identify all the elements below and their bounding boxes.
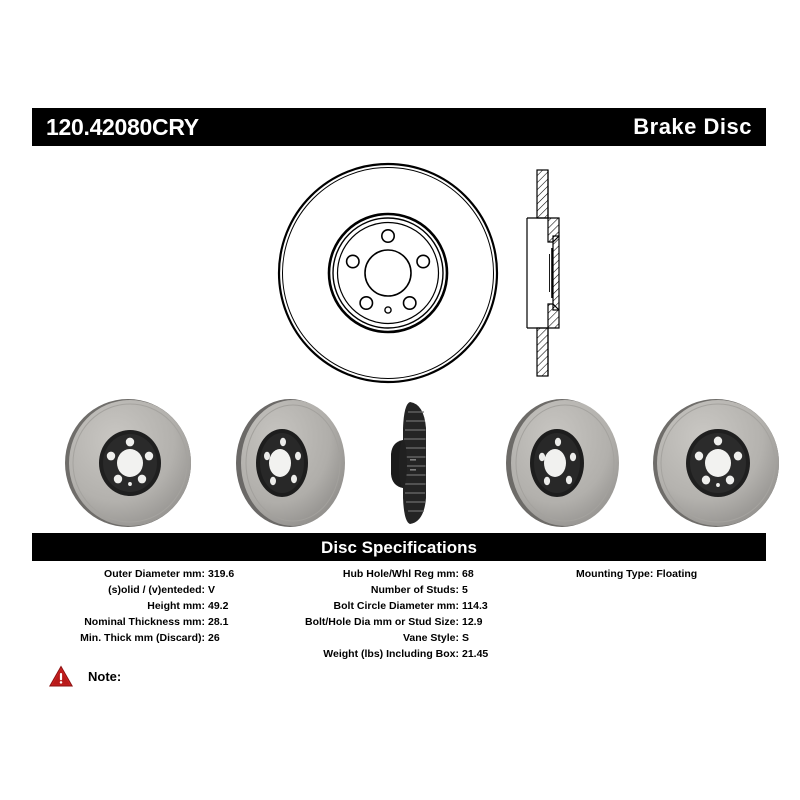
rotor-photo-edge-on — [380, 396, 450, 530]
disc-specifications-bar: Disc Specifications — [32, 533, 766, 561]
rotor-photo-angled-right — [494, 396, 636, 530]
spec-label: Vane Style: — [402, 631, 459, 644]
spec-label: Height mm: — [147, 599, 205, 612]
spec-row: Number of Studs: 5 — [282, 582, 532, 598]
spec-row: Hub Hole/Whl Reg mm: 68 — [282, 566, 532, 582]
spec-row: Height mm: 49.2 — [32, 598, 282, 614]
spec-value: 68 — [462, 567, 474, 580]
spec-row: Mounting Type: Floating — [532, 566, 766, 582]
spec-value: 319.6 — [208, 567, 235, 580]
spec-value: V — [208, 583, 216, 596]
spec-column-right: Mounting Type: Floating — [532, 566, 766, 662]
spec-label: Bolt Circle Diameter mm: — [333, 599, 459, 612]
spec-row: Vane Style: S — [282, 630, 532, 646]
rotor-cross-section-drawing — [515, 162, 575, 384]
spec-value: S — [462, 631, 470, 644]
disc-specifications-title: Disc Specifications — [321, 537, 477, 557]
warning-triangle-icon — [48, 664, 74, 688]
spec-row: Outer Diameter mm: 319.6 — [32, 566, 282, 582]
spec-row: (s)olid / (v)enteded: V — [32, 582, 282, 598]
spec-column-left: Outer Diameter mm: 319.6 (s)olid / (v)en… — [32, 566, 282, 662]
spec-label: Bolt/Hole Dia mm or Stud Size: — [304, 615, 459, 628]
specifications-table: Outer Diameter mm: 319.6 (s)olid / (v)en… — [32, 566, 766, 662]
spec-row: Nominal Thickness mm: 28.1 — [32, 614, 282, 630]
spec-value: 49.2 — [208, 599, 229, 612]
spec-row: Bolt Circle Diameter mm: 114.3 — [282, 598, 532, 614]
note-label: Note: — [88, 668, 122, 684]
rotor-photo-hub-face — [644, 396, 794, 530]
spec-value: 12.9 — [462, 615, 483, 628]
spec-label: Number of Studs: — [370, 583, 459, 596]
spec-column-center: Hub Hole/Whl Reg mm: 68 Number of Studs:… — [282, 566, 532, 662]
spec-value: 5 — [462, 583, 468, 596]
spec-label: Outer Diameter mm: — [104, 567, 205, 580]
product-type-label: Brake Disc — [633, 114, 752, 139]
spec-value: 114.3 — [462, 599, 488, 612]
spec-label: Weight (lbs) Including Box: — [323, 647, 459, 660]
spec-row: Bolt/Hole Dia mm or Stud Size: 12.9 — [282, 614, 532, 630]
rotor-face-technical-drawing — [277, 162, 499, 384]
part-number: 120.42080CRY — [46, 113, 199, 140]
rotor-photo-front-face — [54, 396, 204, 530]
header-bar: 120.42080CRY Brake Disc — [32, 108, 766, 146]
spec-row: Min. Thick mm (Discard): 26 — [32, 630, 282, 646]
product-photo-row — [32, 396, 779, 530]
spec-label: Nominal Thickness mm: — [84, 615, 205, 628]
spec-value: 26 — [208, 631, 220, 644]
spec-label: Min. Thick mm (Discard): — [80, 631, 205, 644]
spec-value: 28.1 — [208, 615, 229, 628]
spec-value: Floating — [656, 567, 698, 580]
spec-label: Hub Hole/Whl Reg mm: — [342, 567, 459, 580]
spec-label: (s)olid / (v)enteded: — [108, 583, 205, 596]
rotor-photo-angled-left — [224, 396, 366, 530]
technical-drawing-area — [32, 152, 766, 392]
spec-label: Mounting Type: — [576, 567, 654, 580]
spec-row: Weight (lbs) Including Box: 21.45 — [282, 646, 532, 662]
note-row: Note: — [32, 664, 127, 688]
spec-value: 21.45 — [462, 647, 489, 660]
